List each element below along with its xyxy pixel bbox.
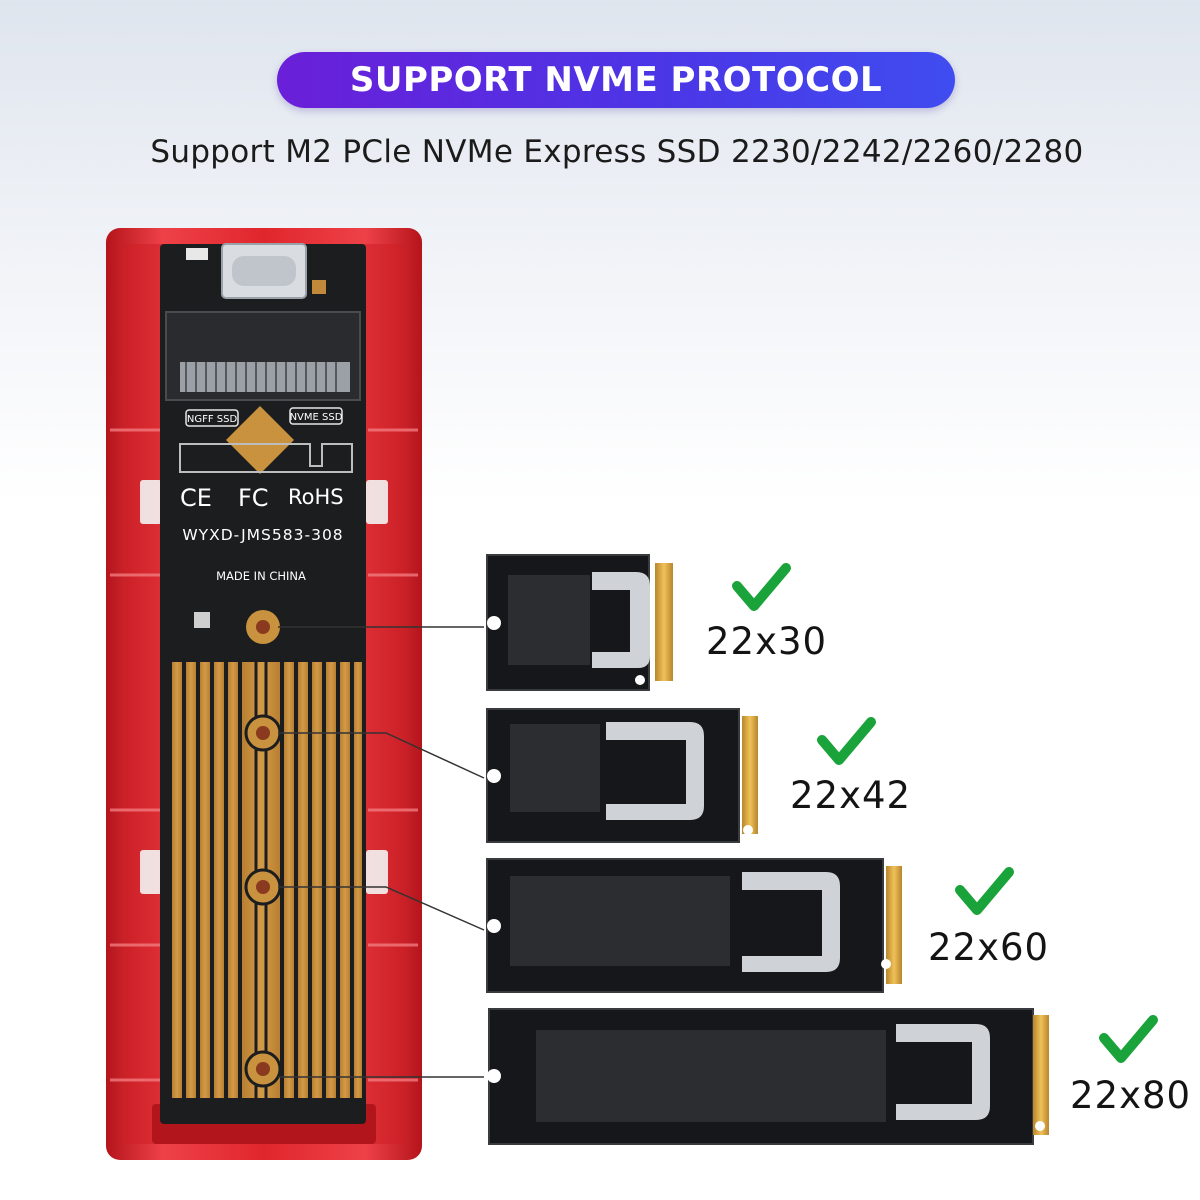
model-number: WYXD-JMS583-308 <box>182 526 343 544</box>
size-label-2260: 22x60 <box>928 926 1050 969</box>
check-icon <box>1099 1015 1158 1063</box>
cert-ce: CE <box>180 484 212 512</box>
size-label-2280: 22x80 <box>1070 1074 1192 1117</box>
header-banner: SUPPORT NVME PROTOCOL <box>277 52 955 108</box>
ssd-2230 <box>486 554 673 691</box>
cert-fc: FC <box>238 484 269 512</box>
check-icon <box>732 563 791 611</box>
ssd-2242 <box>486 708 758 843</box>
pcb-board: NGFF SSD NVME SSD CE FC RoHS WYXD-JMS583… <box>160 243 366 1124</box>
ngff-label: NGFF SSD <box>187 414 238 425</box>
banner-title: SUPPORT NVME PROTOCOL <box>349 60 883 100</box>
size-label-2230: 22x30 <box>706 620 828 663</box>
size-label-2242: 22x42 <box>790 774 912 817</box>
page-subtitle: Support M2 PCle NVMe Express SSD 2230/22… <box>150 134 1084 170</box>
ssd-2260 <box>486 858 902 993</box>
check-icon <box>817 717 876 765</box>
nvme-label: NVME SSD <box>290 412 343 423</box>
ssd-2280 <box>487 1008 1049 1145</box>
origin-label: MADE IN CHINA <box>216 569 306 583</box>
cert-rohs: RoHS <box>288 485 344 509</box>
check-icon <box>955 867 1014 915</box>
callout-lines <box>278 626 485 1078</box>
